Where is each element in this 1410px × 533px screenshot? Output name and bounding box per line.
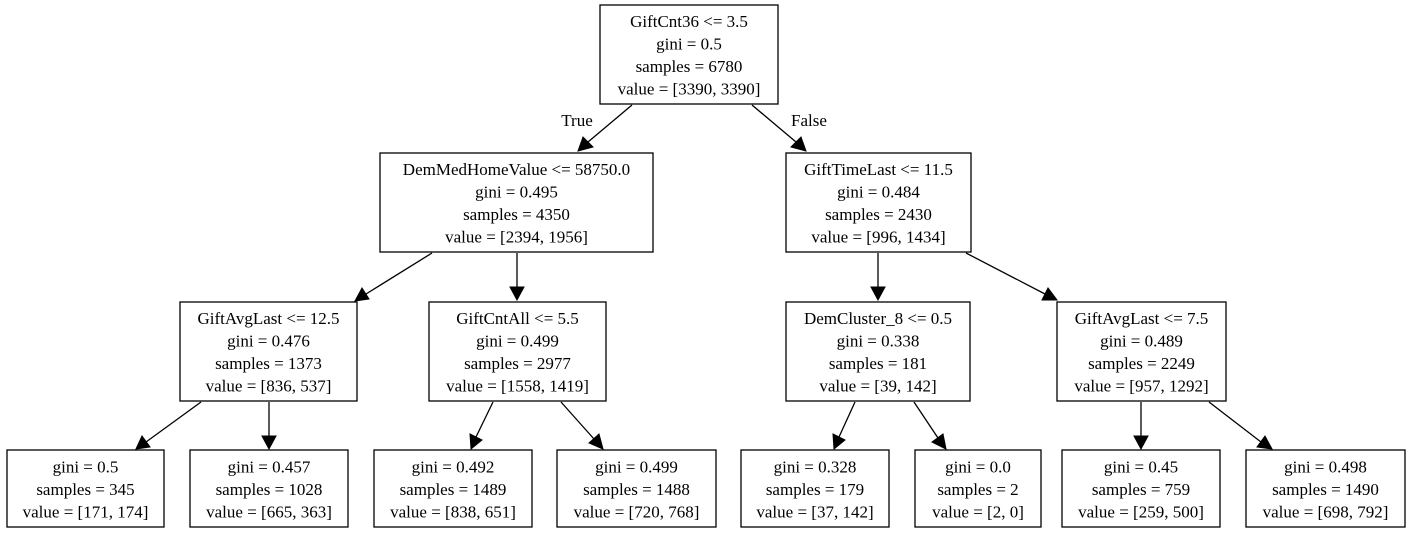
edge-demcluster-to-leaf-5 [832, 401, 856, 451]
node-text-line: samples = 181 [829, 354, 927, 373]
node-text-line: GiftAvgLast <= 12.5 [197, 309, 339, 328]
leaf-6: gini = 0.0 samples = 2 value = [2, 0] [914, 449, 1042, 528]
node-text-line: gini = 0.5 [53, 457, 119, 476]
leaf-8: gini = 0.498 samples = 1490 value = [698, … [1245, 449, 1406, 528]
node-text-line: value = [3390, 3390] [618, 80, 761, 99]
edge-giftavglast-right-to-leaf-7 [1133, 402, 1149, 451]
node-text-line: gini = 0.45 [1104, 457, 1178, 476]
edge-giftavglast-right-to-leaf-8 [1208, 401, 1273, 450]
edge-root-to-demmedhomevalue [577, 104, 633, 152]
node-text-line: samples = 179 [766, 480, 864, 499]
edge-demmedhomevalue-to-giftavglast [354, 252, 433, 302]
node-gifttimelast: GiftTimeLast <= 11.5 gini = 0.484 samples … [785, 152, 972, 253]
node-text-line: value = [698, 792] [1263, 502, 1389, 521]
node-text-line: samples = 2977 [464, 354, 571, 373]
node-demmedhomevalue: DemMedHomeValue <= 58750.0 gini = 0.495 sa… [379, 152, 654, 253]
node-text-line: gini = 0.338 [837, 332, 920, 351]
edge-giftavglast-to-leaf-2 [261, 402, 277, 451]
node-text-line: value = [171, 174] [23, 502, 149, 521]
node-text-line: gini = 0.499 [595, 457, 678, 476]
node-text-line: samples = 345 [36, 480, 134, 499]
node-giftavglast-right: GiftAvgLast <= 7.5 gini = 0.489 samples = … [1056, 301, 1227, 402]
node-text-line: samples = 1489 [400, 480, 507, 499]
node-text-line: samples = 2430 [825, 205, 932, 224]
edge-giftcntall-to-leaf-4 [560, 401, 604, 450]
node-text-line: samples = 759 [1092, 480, 1190, 499]
node-text-line: samples = 2 [937, 480, 1018, 499]
leaf-4: gini = 0.499 samples = 1488 value = [720, … [556, 449, 717, 528]
node-text-line: value = [720, 768] [574, 502, 700, 521]
edges [135, 104, 1273, 451]
leaf-2: gini = 0.457 samples = 1028 value = [665, … [189, 449, 349, 528]
node-text-line: value = [1558, 1419] [446, 377, 589, 396]
edge-gifttimelast-to-giftavglast-right [965, 252, 1058, 301]
node-text-line: gini = 0.457 [228, 457, 311, 476]
node-text-line: GiftAvgLast <= 7.5 [1075, 309, 1209, 328]
node-text-line: value = [2, 0] [932, 502, 1024, 521]
node-text-line: value = [39, 142] [819, 377, 936, 396]
node-text-line: value = [957, 1292] [1074, 377, 1208, 396]
edge-demcluster-to-leaf-6 [913, 401, 947, 450]
nodes: GiftCnt36 <= 3.5 gini = 0.5 samples = 6780… [6, 4, 1406, 528]
node-text-line: GiftCnt36 <= 3.5 [630, 12, 748, 31]
node-text-line: gini = 0.484 [837, 183, 920, 202]
node-text-line: value = [838, 651] [390, 502, 516, 521]
edge-giftcntall-to-leaf-3 [469, 401, 494, 451]
node-demcluster: DemCluster_8 <= 0.5 gini = 0.338 samples =… [785, 301, 971, 402]
edge-root-to-gifttimelast [751, 104, 807, 152]
node-giftavglast: GiftAvgLast <= 12.5 gini = 0.476 samples =… [179, 301, 358, 402]
node-text-line: samples = 6780 [636, 57, 743, 76]
edge-giftavglast-to-leaf-1 [135, 401, 202, 450]
node-text-line: value = [2394, 1956] [445, 228, 588, 247]
node-text-line: value = [259, 500] [1078, 502, 1204, 521]
node-text-line: samples = 1373 [215, 354, 322, 373]
node-text-line: gini = 0.492 [412, 457, 495, 476]
node-text-line: gini = 0.489 [1100, 332, 1183, 351]
node-text-line: samples = 1028 [216, 480, 323, 499]
node-text-line: samples = 1490 [1272, 480, 1379, 499]
node-text-line: samples = 1488 [583, 480, 690, 499]
node-text-line: DemCluster_8 <= 0.5 [804, 309, 952, 328]
node-text-line: samples = 4350 [463, 205, 570, 224]
node-text-line: gini = 0.0 [945, 457, 1011, 476]
node-text-line: value = [996, 1434] [811, 228, 945, 247]
node-giftcntall: GiftCntAll <= 5.5 gini = 0.499 samples = 2… [428, 301, 607, 402]
node-text-line: DemMedHomeValue <= 58750.0 [403, 160, 630, 179]
edge-label-false: False [791, 111, 827, 130]
node-text-line: gini = 0.328 [774, 457, 857, 476]
node-root: GiftCnt36 <= 3.5 gini = 0.5 samples = 6780… [599, 4, 779, 105]
node-text-line: GiftCntAll <= 5.5 [456, 309, 579, 328]
node-text-line: samples = 2249 [1088, 354, 1195, 373]
node-text-line: gini = 0.476 [227, 332, 310, 351]
leaf-1: gini = 0.5 samples = 345 value = [171, 174… [6, 449, 165, 528]
node-text-line: gini = 0.499 [476, 332, 559, 351]
leaf-5: gini = 0.328 samples = 179 value = [37, 14… [740, 449, 890, 528]
edge-demmedhomevalue-to-giftcntall [509, 253, 525, 302]
node-text-line: gini = 0.498 [1284, 457, 1367, 476]
node-text-line: gini = 0.5 [656, 35, 722, 54]
edge-gifttimelast-to-demcluster [870, 253, 886, 302]
node-text-line: value = [665, 363] [206, 502, 332, 521]
leaf-3: gini = 0.492 samples = 1489 value = [838, … [373, 449, 533, 528]
leaf-7: gini = 0.45 samples = 759 value = [259, 50… [1061, 449, 1221, 528]
node-text-line: value = [836, 537] [206, 377, 332, 396]
node-text-line: value = [37, 142] [756, 502, 873, 521]
node-text-line: GiftTimeLast <= 11.5 [804, 160, 953, 179]
node-text-line: gini = 0.495 [475, 183, 558, 202]
edge-label-true: True [561, 111, 593, 130]
